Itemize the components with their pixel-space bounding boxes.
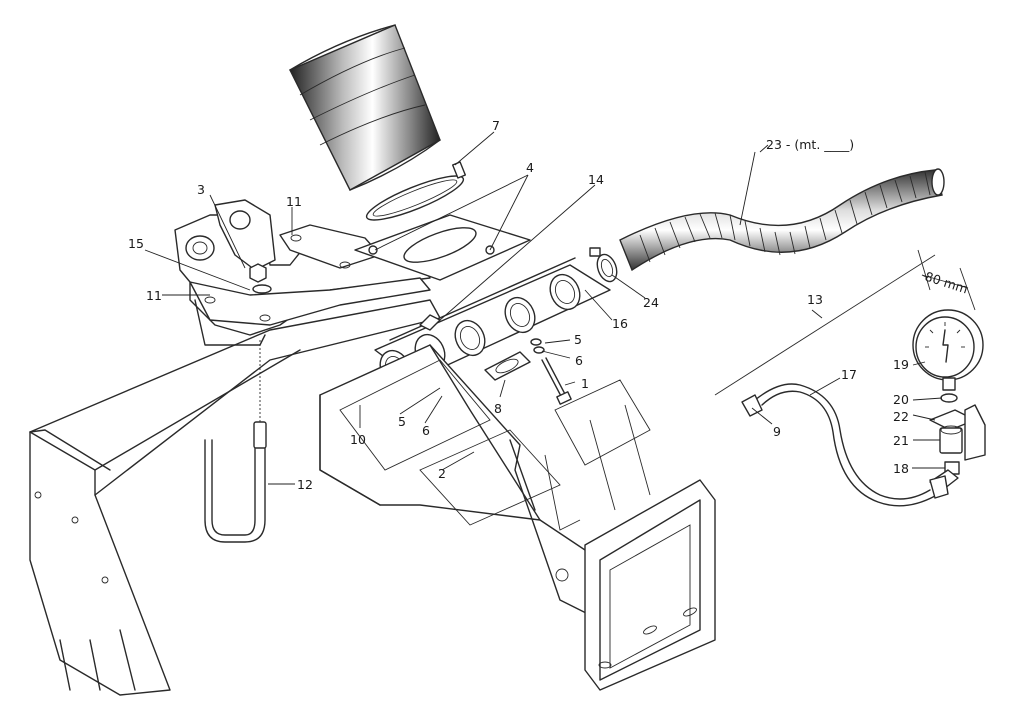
label-7: 7 [492,118,500,133]
label-10: 10 [350,432,366,447]
label-21: 21 [893,433,909,448]
flange-plate [354,214,531,281]
label-13: 13 [807,292,823,307]
lower-mount [319,344,716,691]
leader-lines [144,131,945,485]
label-5-left: 5 [398,414,406,429]
u-bolt [204,340,267,543]
exhaust-pipe-top [289,24,441,191]
label-11-top: 11 [286,194,302,209]
label-16: 16 [612,316,628,331]
label-18: 18 [893,461,909,476]
flex-hose [619,168,945,272]
label-6-right: 6 [575,353,583,368]
label-4: 4 [526,160,534,175]
label-9: 9 [773,424,781,439]
label-24: 24 [643,295,659,310]
hose-clamp [589,247,618,283]
label-15: 15 [128,236,144,251]
label-14: 14 [588,172,604,187]
gauge-tube [741,383,949,507]
clamp-ring [365,161,467,221]
nut-washer [249,263,272,294]
mounting-bracket [174,199,431,346]
label-5-right: 5 [574,332,582,347]
label-23: 23 - (mt. ____) [766,137,854,152]
label-2: 2 [438,466,446,481]
label-1: 1 [581,376,589,391]
pressure-gauge-assembly [714,249,986,493]
gasket [484,351,531,381]
label-22: 22 [893,409,909,424]
label-6-left: 6 [422,423,430,438]
part-labels: 3 11 15 11 12 7 4 14 23 - (mt. ____) 16 … [128,118,970,492]
label-3: 3 [197,182,205,197]
label-11-left: 11 [146,288,162,303]
label-8: 8 [494,401,502,416]
label-17: 17 [841,367,857,382]
label-20: 20 [893,392,909,407]
label-19: 19 [893,357,909,372]
frame-beam [29,299,441,696]
label-12: 12 [297,477,313,492]
label-dimension: 80 mm [923,269,970,297]
